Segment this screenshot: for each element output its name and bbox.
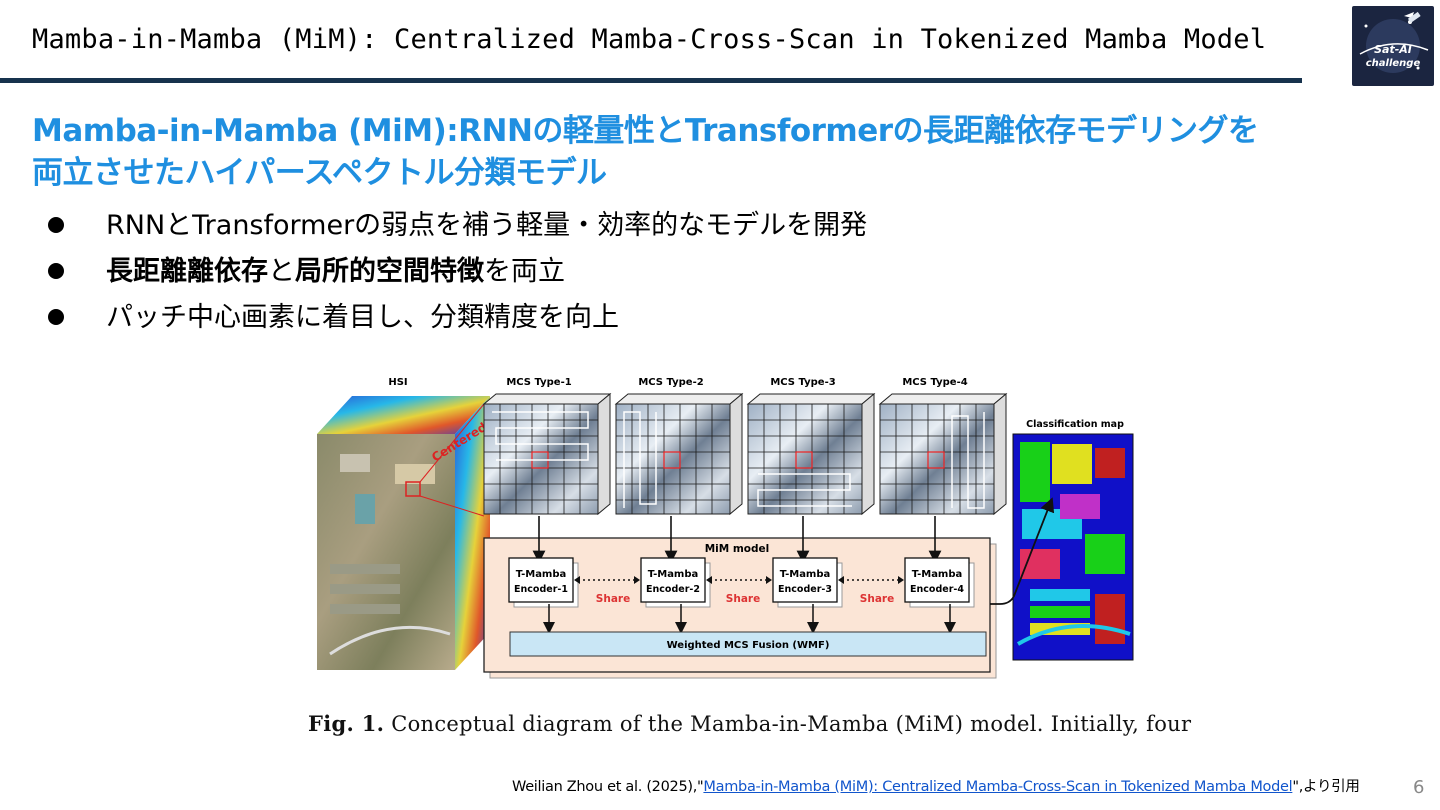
encoder-subtitle: Encoder-4 bbox=[910, 584, 964, 595]
citation-paper-link[interactable]: Mamba-in-Mamba (MiM): Centralized Mamba-… bbox=[703, 779, 1293, 795]
mcs-type-label: MCS Type-4 bbox=[902, 377, 967, 388]
bullet-text: を両立 bbox=[484, 256, 565, 287]
bullet-dot-icon bbox=[48, 263, 64, 279]
encoder-title: T-Mamba bbox=[516, 569, 567, 580]
bullet-item: パッチ中心画素に着目し、分類精度を向上 bbox=[48, 298, 867, 344]
share-label: Share bbox=[726, 593, 760, 605]
mim-model-label: MiM model bbox=[705, 543, 770, 555]
share-connector: Share bbox=[706, 576, 772, 605]
encoder-subtitle: Encoder-1 bbox=[514, 584, 568, 595]
bullet-item: RNNとTransformerの弱点を補う軽量・効率的なモデルを開発 bbox=[48, 206, 867, 252]
encoder-subtitle: Encoder-2 bbox=[646, 584, 700, 595]
encoder-title: T-Mamba bbox=[912, 569, 963, 580]
bullet-bold-text: 長距離離依存 bbox=[106, 256, 268, 287]
citation-prefix: Weilian Zhou et al. (2025)," bbox=[512, 779, 704, 795]
mcs-type-label: MCS Type-2 bbox=[638, 377, 703, 388]
page-number: 6 bbox=[1413, 777, 1425, 798]
mcs-type-4-panel: MCS Type-4 bbox=[878, 377, 1008, 516]
title-divider bbox=[0, 78, 1302, 83]
svg-text:Sat-AI: Sat-AI bbox=[1374, 43, 1412, 56]
figure-caption-label: Fig. 1. bbox=[308, 711, 385, 736]
share-label: Share bbox=[860, 593, 894, 605]
encoder-title: T-Mamba bbox=[780, 569, 831, 580]
t-mamba-encoder-4: T-Mamba Encoder-4 bbox=[904, 557, 975, 608]
slide-subheading: Mamba-in-Mamba (MiM):RNNの軽量性とTransformer… bbox=[32, 110, 1259, 194]
output-arrow-icon bbox=[990, 497, 1055, 605]
subheading-line-2: 両立させたハイパースペクトル分類モデル bbox=[32, 155, 607, 191]
bullet-text: と bbox=[268, 256, 295, 287]
bullet-dot-icon bbox=[48, 217, 64, 233]
mcs-type-label: MCS Type-1 bbox=[506, 377, 571, 388]
bullet-dot-icon bbox=[48, 309, 64, 325]
sat-ai-challenge-logo: Sat-AI challenge bbox=[1352, 6, 1434, 86]
wmf-fusion-box bbox=[509, 631, 987, 657]
mcs-type-2-panel: MCS Type-2 bbox=[614, 377, 744, 516]
bullet-text: RNNとTransformerの弱点を補う軽量・効率的なモデルを開発 bbox=[106, 210, 868, 241]
t-mamba-encoder-3: T-Mamba Encoder-3 bbox=[772, 557, 843, 608]
bullet-bold-text: 局所的空間特徴 bbox=[295, 256, 484, 287]
bullet-text: パッチ中心画素に着目し、分類精度を向上 bbox=[106, 302, 619, 333]
mcs-type-1-panel: MCS Type-1 bbox=[482, 377, 612, 516]
classification-map-label: Classification map bbox=[1026, 419, 1124, 430]
slide-title: Mamba-in-Mamba (MiM): Centralized Mamba-… bbox=[32, 24, 1267, 55]
encoder-subtitle: Encoder-3 bbox=[778, 584, 832, 595]
share-connector: Share bbox=[574, 576, 640, 605]
bullet-item: 長距離離依存と局所的空間特徴を両立 bbox=[48, 252, 867, 298]
mim-conceptual-diagram: HSI Centered patch MCS Type-1 bbox=[300, 364, 1150, 700]
share-connector: Share bbox=[838, 576, 904, 605]
share-label: Share bbox=[596, 593, 630, 605]
mcs-type-3-panel: MCS Type-3 bbox=[746, 377, 876, 516]
encoder-title: T-Mamba bbox=[648, 569, 699, 580]
t-mamba-encoder-1: T-Mamba Encoder-1 bbox=[508, 557, 579, 608]
figure-caption: Fig. 1. Conceptual diagram of the Mamba-… bbox=[308, 711, 1191, 736]
bullet-list: RNNとTransformerの弱点を補う軽量・効率的なモデルを開発 長距離離依… bbox=[48, 206, 867, 344]
classification-map bbox=[1012, 433, 1134, 661]
svg-text:challenge: challenge bbox=[1366, 58, 1421, 69]
mcs-type-label: MCS Type-3 bbox=[770, 377, 835, 388]
citation-suffix: ",より引用 bbox=[1292, 779, 1360, 795]
hsi-label: HSI bbox=[388, 377, 407, 388]
subheading-line-1: Mamba-in-Mamba (MiM):RNNの軽量性とTransformer… bbox=[32, 113, 1259, 149]
t-mamba-encoder-2: T-Mamba Encoder-2 bbox=[640, 557, 711, 608]
wmf-fusion-label: Weighted MCS Fusion (WMF) bbox=[667, 640, 830, 651]
figure-caption-text: Conceptual diagram of the Mamba-in-Mamba… bbox=[391, 712, 1192, 736]
citation: Weilian Zhou et al. (2025),"Mamba-in-Mam… bbox=[512, 775, 1360, 796]
